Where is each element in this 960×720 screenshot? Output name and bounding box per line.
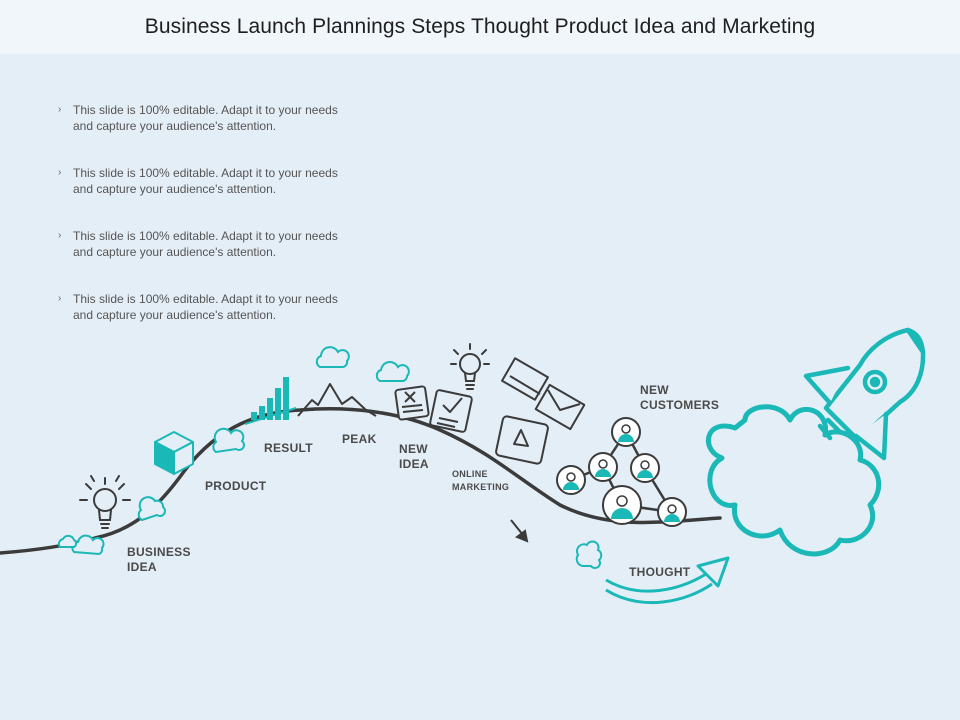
label-line: ONLINE: [452, 469, 488, 479]
cloud-icon: [375, 361, 410, 382]
journey-curve: [0, 407, 722, 555]
avatar: [602, 485, 642, 525]
bullet-item: › This slide is 100% editable. Adapt it …: [56, 102, 416, 134]
label-product: PRODUCT: [205, 479, 267, 493]
label-result: RESULT: [264, 441, 313, 455]
curved-arrow-icon: [605, 556, 730, 604]
bullet-text-line2: and capture your audience's attention.: [73, 245, 277, 259]
label-online-marketing: ONLINE MARKETING: [452, 468, 509, 494]
bullet-text-line1: This slide is 100% editable. Adapt it to…: [73, 292, 338, 306]
smoke-cloud-icon: [705, 404, 882, 557]
bullet-marker-icon: ›: [58, 293, 62, 304]
lightbulb-icon: [79, 475, 131, 529]
cube-icon: [154, 431, 194, 475]
customer-avatars: [556, 417, 687, 527]
label-new-idea: NEW IDEA: [399, 442, 429, 472]
avatar: [611, 417, 641, 447]
cloud-icon: [57, 534, 78, 548]
label-thought: THOUGHT: [629, 565, 691, 579]
avatar: [556, 465, 586, 495]
arrow-down-icon: [510, 519, 529, 543]
label-line: BUSINESS: [127, 545, 191, 559]
cloud-icon: [315, 346, 350, 368]
bullet-marker-icon: ›: [58, 167, 62, 178]
bullet-text-line1: This slide is 100% editable. Adapt it to…: [73, 229, 338, 243]
cloud-icon: [575, 540, 603, 569]
lightbulb-icon: [450, 343, 490, 390]
label-line: NEW: [640, 383, 669, 397]
label-new-customers: NEW CUSTOMERS: [640, 383, 719, 413]
bullet-text-line1: This slide is 100% editable. Adapt it to…: [73, 103, 338, 117]
bullet-item: › This slide is 100% editable. Adapt it …: [56, 165, 416, 197]
bullet-item: › This slide is 100% editable. Adapt it …: [56, 228, 416, 260]
label-business-idea: BUSINESS IDEA: [127, 545, 191, 575]
bullet-marker-icon: ›: [58, 230, 62, 241]
cloud-icon: [212, 427, 245, 454]
avatar: [657, 497, 687, 527]
bullet-text-line2: and capture your audience's attention.: [73, 119, 277, 133]
bullet-item: › This slide is 100% editable. Adapt it …: [56, 291, 416, 323]
bar-chart-icon: [244, 377, 297, 425]
avatar: [588, 452, 618, 482]
slide-title: Business Launch Plannings Steps Thought …: [144, 15, 816, 38]
bullet-text-line2: and capture your audience's attention.: [73, 182, 277, 196]
avatar: [630, 453, 660, 483]
title-bar: Business Launch Plannings Steps Thought …: [0, 0, 960, 54]
label-line: NEW: [399, 442, 428, 456]
label-line: IDEA: [399, 457, 429, 471]
cloud-icon: [71, 534, 105, 556]
label-peak: PEAK: [342, 432, 377, 446]
video-screen-icon: [495, 415, 549, 465]
bullet-text-line1: This slide is 100% editable. Adapt it to…: [73, 166, 338, 180]
rocket-icon: [803, 327, 926, 461]
checklist-icon: [394, 385, 473, 433]
label-line: CUSTOMERS: [640, 398, 720, 412]
envelope-icon: [501, 357, 586, 431]
cloud-icon: [137, 496, 166, 522]
mountain-icon: [297, 383, 377, 417]
bullet-text-line2: and capture your audience's attention.: [73, 308, 277, 322]
label-line: MARKETING: [452, 482, 510, 492]
label-line: IDEA: [127, 560, 157, 574]
bullet-list: › This slide is 100% editable. Adapt it …: [56, 102, 416, 354]
bullet-marker-icon: ›: [58, 104, 62, 115]
